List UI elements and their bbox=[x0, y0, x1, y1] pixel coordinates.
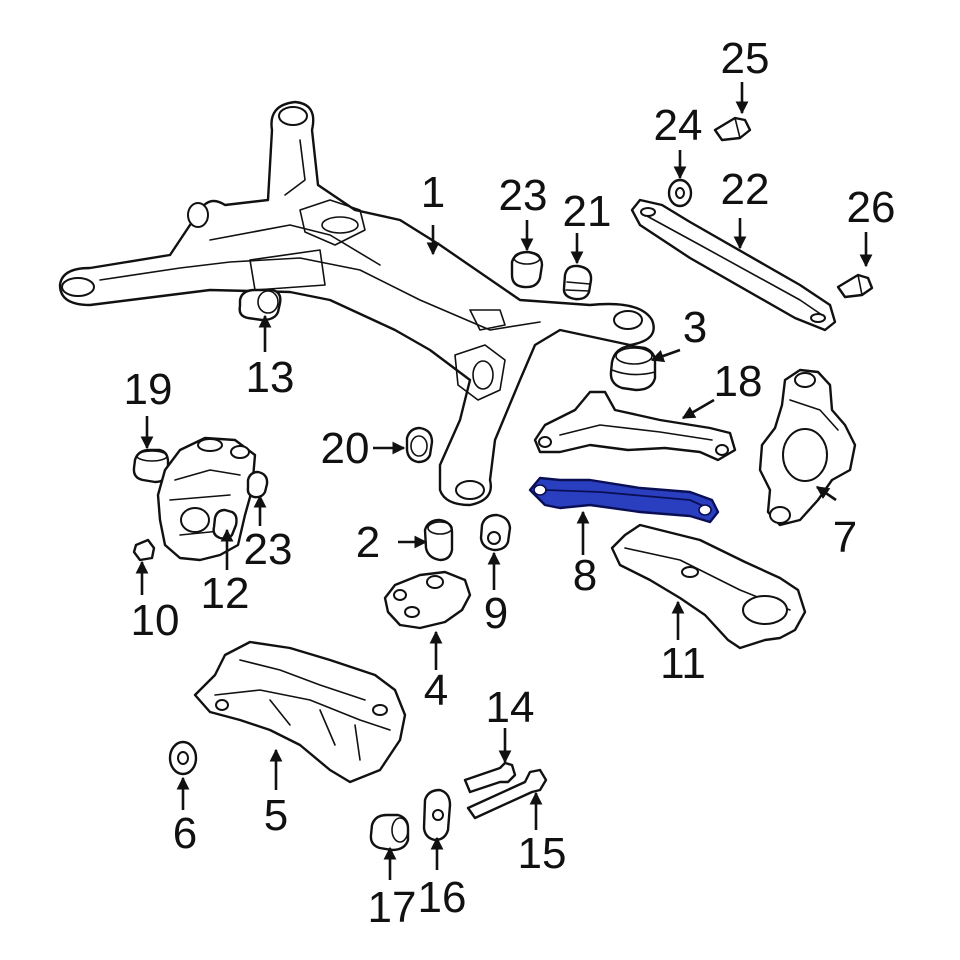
part-17-bushing bbox=[369, 813, 410, 852]
part-26-bolt bbox=[836, 273, 874, 299]
callout-14: 14 bbox=[486, 683, 535, 732]
callout-24: 24 bbox=[654, 101, 703, 150]
callout-22: 22 bbox=[721, 165, 770, 214]
callout-19: 19 bbox=[124, 365, 173, 414]
callout-12: 12 bbox=[201, 569, 250, 618]
part-3-mount bbox=[609, 344, 657, 392]
part-12-carrier bbox=[156, 436, 257, 562]
part-5-crossmember bbox=[193, 640, 407, 784]
callout-23-top: 23 bbox=[499, 171, 548, 220]
callout-15: 15 bbox=[518, 829, 567, 878]
part-1-subframe bbox=[58, 100, 655, 507]
leader-lines bbox=[135, 82, 873, 880]
callout-18: 18 bbox=[714, 357, 763, 406]
callout-21: 21 bbox=[563, 187, 612, 236]
part-9-bushing bbox=[479, 513, 512, 552]
part-10-nut bbox=[132, 538, 156, 562]
callout-labels: 1 2 3 4 5 6 7 8 9 10 11 12 13 14 15 16 1… bbox=[124, 34, 896, 932]
callout-5: 5 bbox=[264, 791, 288, 840]
part-8-arm-highlighted bbox=[528, 476, 720, 524]
callout-1: 1 bbox=[421, 168, 445, 217]
part-23-bushing bbox=[510, 250, 544, 289]
part-25-bolt bbox=[713, 116, 752, 142]
part-21-bushing bbox=[562, 264, 593, 301]
callout-3: 3 bbox=[683, 303, 707, 352]
part-14-bolt bbox=[463, 761, 517, 794]
callout-23-left: 23 bbox=[244, 525, 293, 574]
callout-25: 25 bbox=[721, 34, 770, 83]
part-6-washer bbox=[168, 740, 198, 776]
callout-20: 20 bbox=[321, 424, 370, 473]
callout-16: 16 bbox=[418, 873, 467, 922]
part-13-bushing bbox=[238, 288, 282, 322]
callout-17: 17 bbox=[368, 883, 417, 932]
part-4-bracket bbox=[383, 570, 472, 630]
part-11-trailing-arm bbox=[610, 523, 807, 650]
part-24-washer bbox=[667, 178, 693, 208]
part-7-knuckle bbox=[758, 368, 857, 527]
callout-13: 13 bbox=[246, 353, 295, 402]
callout-7: 7 bbox=[833, 513, 857, 562]
callout-9: 9 bbox=[484, 589, 508, 638]
part-15-bolt bbox=[466, 768, 548, 820]
part-20-bushing bbox=[405, 426, 434, 464]
callout-10: 10 bbox=[131, 596, 180, 645]
part-23-bushing-left bbox=[246, 470, 269, 499]
callout-8: 8 bbox=[573, 551, 597, 600]
part-18-arm bbox=[533, 390, 737, 462]
callout-26: 26 bbox=[847, 183, 896, 232]
part-2-bushing bbox=[423, 518, 454, 562]
callout-6: 6 bbox=[173, 809, 197, 858]
part-22-brace bbox=[630, 198, 837, 332]
part-16-bracket bbox=[422, 788, 452, 842]
callout-2: 2 bbox=[356, 518, 380, 567]
callout-11: 11 bbox=[660, 639, 706, 688]
callout-4: 4 bbox=[424, 666, 448, 715]
